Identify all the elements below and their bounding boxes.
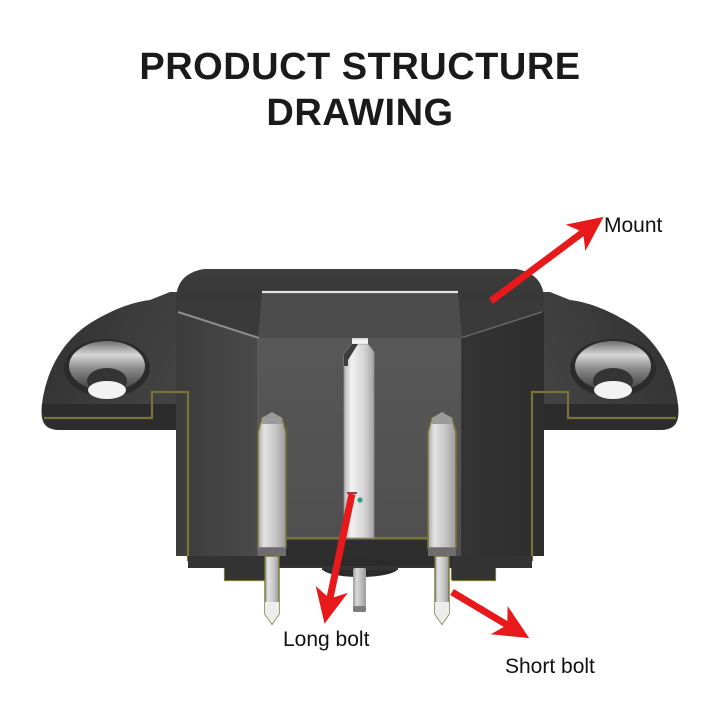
housing-right-depth	[462, 312, 544, 556]
short-bolt-right-shaft	[427, 413, 457, 549]
callout-label-mount: Mount	[604, 214, 663, 237]
housing-top-chamfer	[258, 292, 462, 338]
short-bolt-arrow	[450, 588, 530, 639]
center-ground-post-tip	[353, 606, 366, 612]
long-bolt-arrow	[315, 493, 356, 624]
long-bolt-mark-teal	[357, 497, 363, 503]
short-bolt-right-lower-tip	[435, 602, 449, 624]
short-bolt-left-lower-tip	[265, 602, 279, 624]
center-ground-post	[353, 568, 366, 612]
short-bolt-right-collar	[428, 548, 456, 556]
long-bolt-mark-red	[347, 492, 357, 494]
short-bolt-left-cap	[262, 412, 282, 424]
callout-label-short-bolt: Short bolt	[505, 655, 595, 678]
housing-left-bevel	[176, 312, 258, 556]
short-bolt-left-shaft	[257, 413, 287, 549]
long-bolt-tip	[352, 338, 368, 344]
right-chamfer-edge	[460, 311, 543, 339]
left-chamfer-edge	[177, 311, 260, 339]
countersink-right-floor	[594, 381, 632, 399]
countersink-left-group	[64, 339, 150, 399]
countersink-left-floor	[88, 381, 126, 399]
base-cavity-band	[268, 540, 452, 566]
long-bolt-group	[343, 338, 375, 612]
long-bolt-head-shadow	[344, 344, 358, 366]
callout-label-long-bolt: Long bolt	[283, 628, 370, 651]
mount-arrow	[488, 216, 604, 304]
short-bolt-left-collar	[258, 548, 286, 556]
short-bolt-right-cap	[432, 412, 452, 424]
countersink-right-group	[570, 339, 656, 399]
short-bolt-right-group	[427, 412, 457, 626]
short-bolt-left-group	[257, 412, 287, 626]
callout-arrows-group	[315, 216, 604, 639]
